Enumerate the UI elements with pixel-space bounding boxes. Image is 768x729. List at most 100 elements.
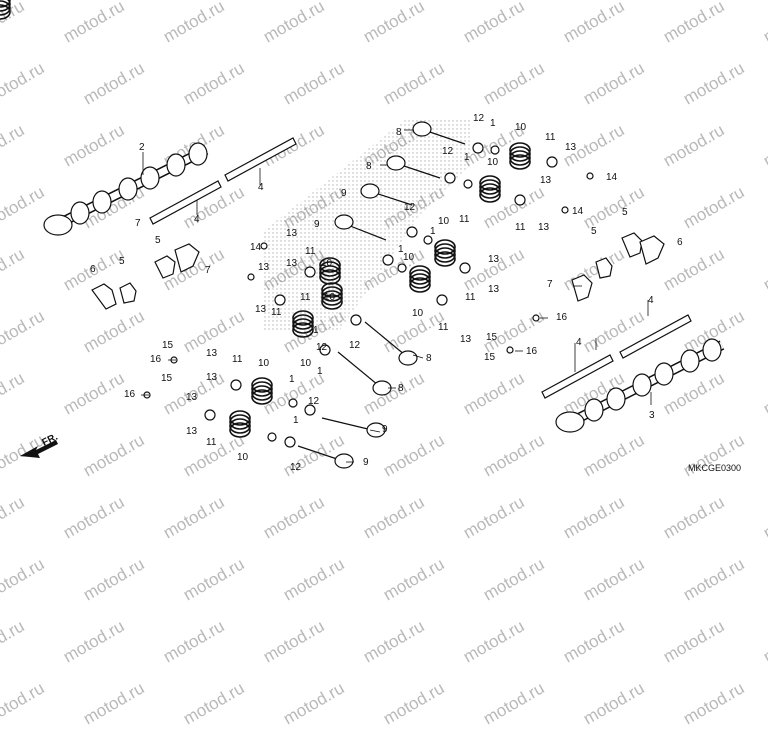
callout-dowel-pin: 15 bbox=[162, 340, 174, 351]
callout-valve-stem-seal: 12 bbox=[349, 340, 361, 351]
callout-valve-exhaust: 9 bbox=[382, 424, 388, 435]
callout-valve-cotter: 13 bbox=[206, 348, 218, 359]
callout-rocker-arm-assembly: 6 bbox=[90, 264, 96, 275]
callout-dowel-pin: 15 bbox=[486, 332, 498, 343]
watermark-text: motod.ru bbox=[580, 678, 648, 729]
callout-nut: 16 bbox=[526, 346, 538, 357]
callout-valve-spring-retainer: 11 bbox=[465, 292, 476, 303]
callout-shim-tappet: 1 bbox=[289, 374, 295, 385]
callout-valve-spring-retainer: 11 bbox=[545, 132, 556, 143]
watermark-text: motod.ru bbox=[480, 678, 548, 729]
callout-rocker-arm-shaft: 4 bbox=[258, 182, 264, 193]
callout-valve-cotter: 13 bbox=[565, 142, 577, 153]
callout-valve-cotter: 13 bbox=[488, 284, 500, 295]
watermark-text: motod.ru bbox=[460, 616, 528, 667]
callout-valve-exhaust: 9 bbox=[341, 188, 347, 199]
front-arrow-icon bbox=[20, 440, 58, 458]
callout-shim-tappet: 1 bbox=[464, 152, 470, 163]
callout-valve-cotter: 13 bbox=[206, 372, 218, 383]
callout-valve-spring-retainer: 11 bbox=[515, 222, 526, 233]
callout-valve-spring: 10 bbox=[324, 292, 336, 303]
callout-rocker-arm-roller: 5 bbox=[622, 207, 628, 218]
callout-valve-spring-retainer: 11 bbox=[459, 214, 470, 225]
callout-valve-stem-seal: 12 bbox=[442, 146, 454, 157]
callout-valve-exhaust: 9 bbox=[314, 219, 320, 230]
watermark-text: motod.ru bbox=[760, 616, 768, 667]
callout-valve-stem-seal: 12 bbox=[308, 396, 320, 407]
leader-lines bbox=[141, 129, 652, 463]
callout-valve-cotter: 13 bbox=[286, 228, 298, 239]
callout-rocker-arm-shaft: 4 bbox=[648, 295, 654, 306]
callout-valve-spring: 10 bbox=[487, 157, 499, 168]
callout-valve-cotter: 13 bbox=[538, 222, 550, 233]
callout-nut: 16 bbox=[150, 354, 162, 365]
callout-valve-intake: 8 bbox=[396, 127, 402, 138]
callout-shim-tappet: 1 bbox=[293, 415, 299, 426]
camshaft-intake bbox=[43, 142, 209, 236]
callout-rocker-arm-shaft: 4 bbox=[576, 337, 582, 348]
watermark-text: motod.ru bbox=[680, 678, 748, 729]
watermark-text: motod.ru bbox=[0, 616, 28, 667]
valve-springs bbox=[0, 0, 531, 438]
rocker-arms bbox=[91, 232, 665, 310]
callout-valve-spring-retainer: 11 bbox=[232, 354, 243, 365]
callout-rocker-arm: 7 bbox=[547, 279, 553, 290]
watermark-text: motod.ru bbox=[360, 616, 428, 667]
callout-valve-cotter: 13 bbox=[186, 426, 198, 437]
callout-shim-tappet: 1 bbox=[398, 244, 404, 255]
watermark-text: motod.ru bbox=[560, 616, 628, 667]
callout-dowel-pin: 15 bbox=[484, 352, 496, 363]
camshaft-exhaust bbox=[555, 338, 725, 433]
callout-shim-tappet: 1 bbox=[490, 118, 496, 129]
watermark-text: motod.ru bbox=[180, 678, 248, 729]
callout-camshaft-exhaust: 3 bbox=[649, 410, 655, 421]
callout-valve-spring: 10 bbox=[515, 122, 527, 133]
watermark-text: motod.ru bbox=[80, 678, 148, 729]
diagram-code: MKCGE0300 bbox=[688, 463, 742, 473]
watermark-text: motod.ru bbox=[0, 678, 48, 729]
callout-dowel-pin: 15 bbox=[161, 373, 173, 384]
callout-bolt: 14 bbox=[606, 172, 618, 183]
callout-rocker-arm-roller: 5 bbox=[591, 226, 597, 237]
callout-rocker-arm-roller: 5 bbox=[155, 235, 161, 246]
callout-rocker-arm-shaft: 4 bbox=[194, 214, 200, 225]
watermark-text: motod.ru bbox=[280, 678, 348, 729]
callout-valve-cotter: 13 bbox=[460, 334, 472, 345]
callout-rocker-arm: 7 bbox=[205, 265, 211, 276]
watermark-text: motod.ru bbox=[380, 678, 448, 729]
callout-valve-stem-seal: 12 bbox=[473, 113, 485, 124]
front-marker-label: FR. bbox=[40, 431, 60, 448]
callout-valve-cotter: 13 bbox=[286, 258, 298, 269]
callout-shim-tappet: 1 bbox=[313, 325, 319, 336]
callout-valve-spring-retainer: 11 bbox=[438, 322, 449, 333]
watermark-text: motod.ru bbox=[160, 616, 228, 667]
watermark-text: motod.ru bbox=[60, 616, 128, 667]
callout-shim-tappet: 1 bbox=[430, 226, 436, 237]
callout-valve-intake: 8 bbox=[426, 353, 432, 364]
watermark-text: motod.ru bbox=[260, 616, 328, 667]
callout-valve-cotter: 13 bbox=[258, 262, 270, 273]
callout-bolt: 14 bbox=[250, 242, 262, 253]
callout-rocker-arm-roller: 5 bbox=[119, 256, 125, 267]
small-parts bbox=[143, 142, 594, 448]
callout-valve-spring-retainer: 11 bbox=[300, 292, 311, 303]
callout-valve-spring: 10 bbox=[412, 308, 424, 319]
callout-valve-cotter: 13 bbox=[186, 392, 198, 403]
callout-valve-spring: 10 bbox=[258, 358, 270, 369]
valves bbox=[297, 121, 466, 469]
callout-valve-spring: 10 bbox=[237, 452, 249, 463]
callout-valve-exhaust: 9 bbox=[363, 457, 369, 468]
callout-nut: 16 bbox=[124, 389, 136, 400]
head-shading bbox=[262, 120, 470, 330]
callout-valve-spring: 10 bbox=[321, 258, 333, 269]
callout-valve-spring-retainer: 11 bbox=[305, 246, 316, 257]
rocker-shafts bbox=[149, 137, 692, 399]
callout-nut: 16 bbox=[556, 312, 568, 323]
callout-valve-cotter: 13 bbox=[255, 304, 267, 315]
callout-valve-stem-seal: 12 bbox=[404, 202, 416, 213]
callout-bolt: 14 bbox=[572, 206, 584, 217]
callout-valve-cotter: 13 bbox=[488, 254, 500, 265]
callout-valve-spring-retainer: 11 bbox=[271, 307, 282, 318]
callout-valve-stem-seal: 12 bbox=[316, 342, 328, 353]
